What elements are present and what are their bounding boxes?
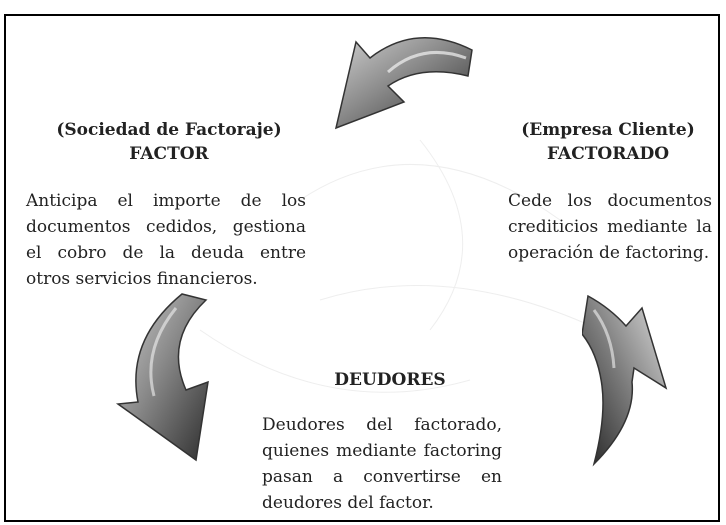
factor-desc-line: otros servicios financieros. — [26, 269, 258, 289]
factor-desc-line: el cobro de la deuda entre — [26, 243, 306, 263]
factor-heading-line2: FACTOR — [129, 144, 209, 164]
deudores-description: Deudores del factorado, quienes mediante… — [262, 412, 502, 516]
deudores-desc-line: deudores del factor. — [262, 493, 434, 513]
deudores-heading: DEUDORES — [334, 370, 446, 390]
left-curved-arrow-icon — [115, 293, 209, 462]
factor-heading-line1: (Sociedad de Factoraje) — [56, 120, 282, 140]
deudores-desc-line: pasan a convertirse en — [262, 467, 502, 487]
factorado-desc-line: operación de factoring. — [508, 243, 710, 263]
factorado-description: Cede los documentos crediticios mediante… — [508, 188, 712, 266]
right-curved-arrow-icon — [582, 294, 668, 467]
factor-description: Anticipa el importe de los documentos ce… — [26, 188, 306, 292]
factorado-heading-line1: (Empresa Cliente) — [521, 120, 695, 140]
factor-heading: (Sociedad de Factoraje) FACTOR — [44, 118, 294, 166]
top-curved-arrow-icon — [334, 37, 473, 130]
factorado-desc-line: crediticios mediante la — [508, 217, 712, 237]
factor-desc-line: Anticipa el importe de los — [26, 191, 306, 211]
factorado-heading-line2: FACTORADO — [546, 144, 670, 164]
deudores-desc-line: quienes mediante factoring — [262, 441, 502, 461]
factorado-heading: (Empresa Cliente) FACTORADO — [508, 118, 708, 166]
deudores-desc-line: Deudores del factorado, — [262, 415, 502, 435]
factor-desc-line: documentos cedidos, gestiona — [26, 217, 306, 237]
factorado-desc-line: Cede los documentos — [508, 191, 712, 211]
